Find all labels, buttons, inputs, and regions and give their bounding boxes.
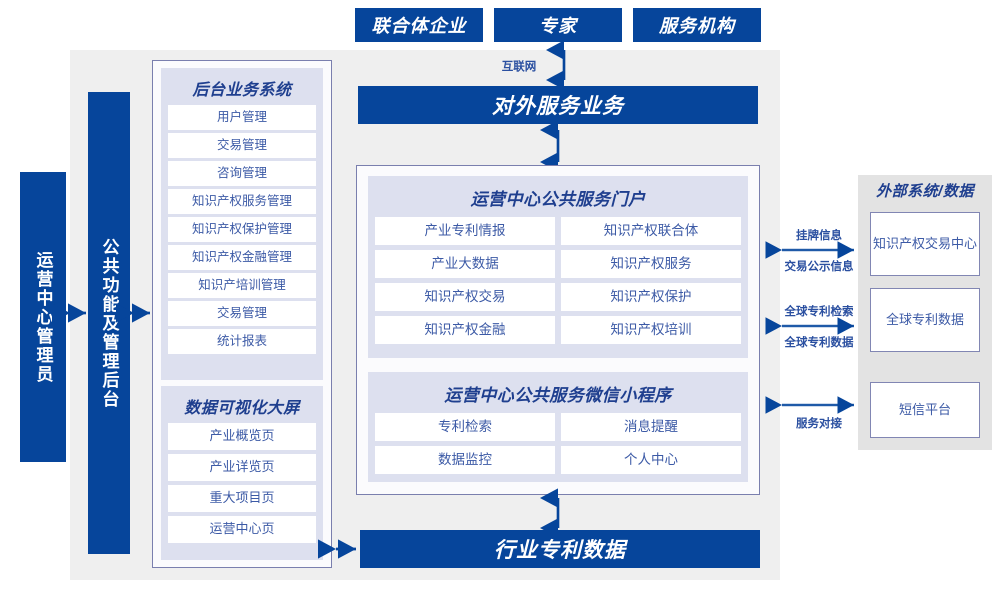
external-connection-label-above: 挂牌信息 (796, 230, 842, 242)
left-column-label: 公共功能及管理后台 (99, 237, 119, 409)
portal-to-data-arrow (540, 488, 560, 538)
public-functions-to-groups-arrow (116, 303, 150, 323)
backend-item[interactable]: 用户管理 (168, 105, 316, 130)
top-actor-service-org[interactable]: 服务机构 (633, 8, 761, 42)
external-service-banner[interactable]: 对外服务业务 (358, 86, 758, 124)
portal-item[interactable]: 产业专利情报 (375, 217, 555, 245)
backend-item[interactable]: 交易管理 (168, 301, 316, 326)
external-connection-label-above: 全球专利检索 (784, 306, 854, 318)
external-item-label: 短信平台 (898, 402, 951, 418)
portal-item[interactable]: 知识产权联合体 (561, 217, 741, 245)
top-actor-label: 专家 (539, 16, 577, 36)
backend-item-list: 用户管理 交易管理 咨询管理 知识产权服务管理 知识产权保护管理 知识产权金融管… (168, 105, 316, 354)
portal-item[interactable]: 知识产权服务 (561, 250, 741, 278)
backend-item[interactable]: 咨询管理 (168, 161, 316, 186)
visualization-to-data-arrow (318, 539, 356, 559)
internet-label-text: 互联网 (501, 61, 537, 73)
operator-to-backend-arrow (52, 303, 86, 323)
portal-item-grid: 产业专利情报 知识产权联合体 产业大数据 知识产权服务 知识产权交易 知识产权保… (375, 217, 741, 344)
backend-item[interactable]: 统计报表 (168, 329, 316, 354)
portal-group: 运营中心公共服务门户 产业专利情报 知识产权联合体 产业大数据 知识产权服务 知… (368, 176, 748, 358)
miniprogram-item[interactable]: 专利检索 (375, 413, 555, 441)
external-connection-label-below: 全球专利数据 (784, 337, 854, 349)
external-systems-title: 外部系统/数据 (876, 183, 974, 200)
visualization-item[interactable]: 产业概览页 (168, 423, 316, 450)
left-column-operator[interactable]: 运营中心管理员 (20, 172, 66, 462)
external-connection-arrow-2 (765, 317, 854, 335)
portal-item[interactable]: 知识产权保护 (561, 283, 741, 311)
backend-item[interactable]: 知识产权金融管理 (168, 245, 316, 270)
backend-business-system-group: 后台业务系统 用户管理 交易管理 咨询管理 知识产权服务管理 知识产权保护管理 … (161, 68, 323, 380)
backend-item[interactable]: 知识产权保护管理 (168, 217, 316, 242)
external-item-label: 知识产权交易中心 (872, 236, 977, 252)
portal-group-title: 运营中心公共服务门户 (470, 190, 646, 209)
bottom-banner-label: 行业专利数据 (494, 539, 626, 562)
visualization-item[interactable]: 产业详览页 (168, 454, 316, 481)
backend-item[interactable]: 知识产权服务管理 (168, 189, 316, 214)
backend-group-title: 后台业务系统 (192, 82, 292, 99)
miniprogram-item[interactable]: 数据监控 (375, 446, 555, 474)
portal-item[interactable]: 产业大数据 (375, 250, 555, 278)
portal-item[interactable]: 知识产权培训 (561, 316, 741, 344)
service-to-portal-arrow (540, 120, 560, 172)
top-actor-expert[interactable]: 专家 (494, 8, 622, 42)
visualization-item-list: 产业概览页 产业详览页 重大项目页 运营中心页 (168, 423, 316, 543)
internet-label: 互联网 (489, 58, 549, 74)
top-actor-lianheti[interactable]: 联合体企业 (355, 8, 483, 42)
visualization-group-title: 数据可视化大屏 (184, 400, 300, 417)
top-actor-label: 联合体企业 (371, 16, 467, 36)
left-column-public-functions[interactable]: 公共功能及管理后台 (88, 92, 130, 554)
miniprogram-group-title: 运营中心公共服务微信小程序 (444, 386, 672, 405)
external-item-sms-platform[interactable]: 短信平台 (870, 382, 980, 438)
external-connection-arrow-1 (765, 241, 854, 259)
backend-item[interactable]: 交易管理 (168, 133, 316, 158)
left-column-label: 运营中心管理员 (33, 250, 53, 384)
external-item-label: 全球专利数据 (885, 312, 964, 328)
internet-arrow (546, 40, 566, 90)
external-item-global-patent-data[interactable]: 全球专利数据 (870, 288, 980, 352)
portal-item[interactable]: 知识产权金融 (375, 316, 555, 344)
miniprogram-item[interactable]: 消息提醒 (561, 413, 741, 441)
miniprogram-item[interactable]: 个人中心 (561, 446, 741, 474)
external-connection-label-below: 服务对接 (796, 418, 842, 430)
top-actor-label: 服务机构 (659, 16, 735, 36)
external-connection-arrow-3 (765, 396, 854, 414)
portal-item[interactable]: 知识产权交易 (375, 283, 555, 311)
backend-item[interactable]: 知识产培训管理 (168, 273, 316, 298)
visualization-item[interactable]: 重大项目页 (168, 485, 316, 512)
data-visualization-group: 数据可视化大屏 产业概览页 产业详览页 重大项目页 运营中心页 (161, 386, 323, 560)
miniprogram-group: 运营中心公共服务微信小程序 专利检索 消息提醒 数据监控 个人中心 (368, 372, 748, 482)
industry-patent-data-banner[interactable]: 行业专利数据 (360, 530, 760, 568)
external-item-ip-exchange[interactable]: 知识产权交易中心 (870, 212, 980, 276)
external-service-banner-label: 对外服务业务 (492, 95, 624, 118)
visualization-item[interactable]: 运营中心页 (168, 516, 316, 543)
miniprogram-item-grid: 专利检索 消息提醒 数据监控 个人中心 (375, 413, 741, 474)
external-connection-label-below: 交易公示信息 (784, 261, 854, 273)
